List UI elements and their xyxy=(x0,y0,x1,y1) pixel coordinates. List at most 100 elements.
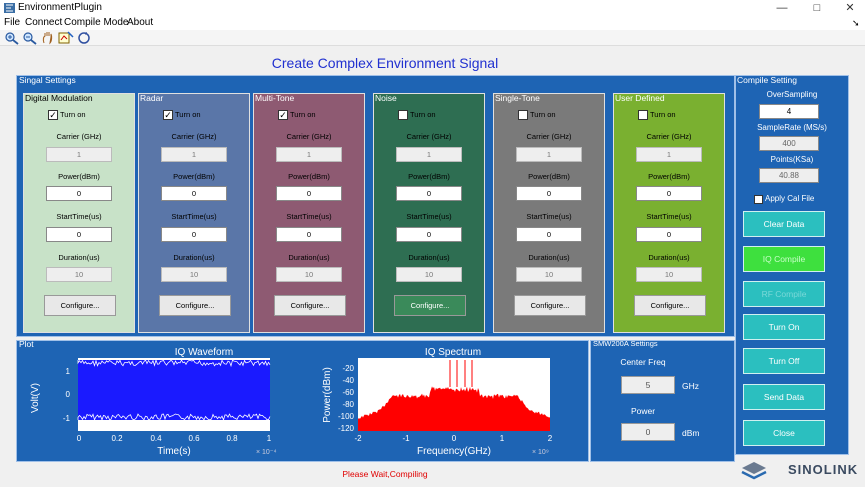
company-logo: SINOLINK xyxy=(740,458,860,482)
zoom-in-icon[interactable] xyxy=(4,31,20,45)
signal-panel-title: Radar xyxy=(140,93,164,103)
wave-xtick: 0 xyxy=(77,434,82,443)
spec-ytick: -60 xyxy=(342,388,354,397)
turn-on-checkbox[interactable] xyxy=(398,110,408,120)
close-button[interactable]: Close xyxy=(743,420,825,446)
turn-on-checkbox[interactable]: ✓ xyxy=(48,110,58,120)
close-window-button[interactable]: ✕ xyxy=(845,2,855,14)
turn-on-checkbox[interactable]: ✓ xyxy=(278,110,288,120)
power-input[interactable]: 0 xyxy=(396,186,462,201)
menu-about[interactable]: About xyxy=(127,17,154,28)
menu-file[interactable]: File xyxy=(4,17,21,28)
start-time-input[interactable]: 0 xyxy=(396,227,462,242)
duration-field: 10 xyxy=(161,267,227,282)
start-time-input[interactable]: 0 xyxy=(276,227,342,242)
turn-on-label: Turn on xyxy=(530,110,556,119)
duration-field: 10 xyxy=(396,267,462,282)
points-field: 40.88 xyxy=(759,168,819,183)
wave-ytick-0: 0 xyxy=(66,390,71,399)
send-data-button[interactable]: Send Data xyxy=(743,384,825,410)
pan-hand-icon[interactable] xyxy=(40,31,56,45)
spec-xtick: 1 xyxy=(500,434,505,443)
wave-ytick-neg1: -1 xyxy=(63,414,71,423)
spec-xtick: 0 xyxy=(452,434,457,443)
turn-on-checkbox[interactable] xyxy=(518,110,528,120)
iq-compile-button[interactable]: IQ Compile xyxy=(743,246,825,272)
toolbar xyxy=(0,30,865,46)
start-time-input[interactable]: 0 xyxy=(516,227,582,242)
configure-button[interactable]: Configure... xyxy=(274,295,346,316)
menu-connect[interactable]: Connect xyxy=(25,17,63,28)
rf-compile-button[interactable]: RF Compile xyxy=(743,281,825,307)
spec-xtick: -1 xyxy=(402,434,410,443)
clear-data-button[interactable]: Clear Data xyxy=(743,211,825,237)
signal-panel-title: Noise xyxy=(375,93,397,103)
spec-ytick: -100 xyxy=(338,412,355,421)
spec-ytick: -80 xyxy=(342,400,354,409)
menu-overflow-icon[interactable]: ➘ xyxy=(852,18,860,28)
carrier-label: Carrier (GHz) xyxy=(171,132,217,141)
carrier-label: Carrier (GHz) xyxy=(286,132,332,141)
duration-field: 10 xyxy=(276,267,342,282)
start-time-input[interactable]: 0 xyxy=(636,227,702,242)
duration-field: 10 xyxy=(46,267,112,282)
waveform-signal xyxy=(78,360,270,420)
power-label: Power(dBm) xyxy=(58,172,100,181)
smw-label: SMW200A Settings xyxy=(593,339,658,348)
configure-button[interactable]: Configure... xyxy=(634,295,706,316)
compile-setting-label: Compile Setting xyxy=(737,75,798,85)
power-input[interactable]: 0 xyxy=(516,186,582,201)
app-icon xyxy=(4,3,15,13)
power-input[interactable]: 0 xyxy=(161,186,227,201)
maximize-button[interactable]: □ xyxy=(813,2,821,14)
wave-exponent: × 10⁻⁴ xyxy=(256,449,277,456)
minimize-button[interactable]: — xyxy=(776,2,788,14)
turn-off-button[interactable]: Turn Off xyxy=(743,348,825,374)
start-time-input[interactable]: 0 xyxy=(161,227,227,242)
oversampling-input[interactable]: 4 xyxy=(759,104,819,119)
start-time-label: StartTime(us) xyxy=(286,212,332,221)
power-input[interactable]: 0 xyxy=(621,423,675,441)
wave-xtick: 0.6 xyxy=(188,434,200,443)
center-freq-unit: GHz xyxy=(682,381,699,391)
configure-button[interactable]: Configure... xyxy=(394,295,466,316)
data-cursor-icon[interactable] xyxy=(58,31,74,45)
turn-on-button[interactable]: Turn On xyxy=(743,314,825,340)
menu-compile-mode[interactable]: Compile Mode xyxy=(64,17,129,28)
power-unit: dBm xyxy=(682,428,700,438)
apply-cal-checkbox[interactable] xyxy=(754,195,763,204)
start-time-label: StartTime(us) xyxy=(646,212,692,221)
power-label: Power(dBm) xyxy=(528,172,570,181)
rotate-icon[interactable] xyxy=(76,31,92,45)
zoom-out-icon[interactable] xyxy=(22,31,38,45)
spectrum-trace xyxy=(358,386,550,431)
turn-on-checkbox[interactable] xyxy=(638,110,648,120)
waveform-upper-trace xyxy=(77,358,271,368)
power-input[interactable]: 0 xyxy=(636,186,702,201)
center-freq-label: Center Freq xyxy=(620,357,666,367)
power-label: Power(dBm) xyxy=(408,172,450,181)
wave-xtick: 1 xyxy=(267,434,272,443)
carrier-label: Carrier (GHz) xyxy=(56,132,102,141)
carrier-field: 1 xyxy=(46,147,112,162)
turn-on-checkbox[interactable]: ✓ xyxy=(163,110,173,120)
spectrum-ylabel: Power(dBm) xyxy=(322,367,333,423)
power-input[interactable]: 0 xyxy=(276,186,342,201)
configure-button[interactable]: Configure... xyxy=(514,295,586,316)
carrier-field: 1 xyxy=(396,147,462,162)
duration-label: Duration(us) xyxy=(288,253,330,262)
configure-button[interactable]: Configure... xyxy=(159,295,231,316)
carrier-label: Carrier (GHz) xyxy=(406,132,452,141)
configure-button[interactable]: Configure... xyxy=(44,295,116,316)
start-time-label: StartTime(us) xyxy=(56,212,102,221)
start-time-input[interactable]: 0 xyxy=(46,227,112,242)
power-label: Power(dBm) xyxy=(648,172,690,181)
waveform-ylabel: Volt(V) xyxy=(30,383,41,413)
duration-label: Duration(us) xyxy=(173,253,215,262)
center-freq-input[interactable]: 5 xyxy=(621,376,675,394)
power-input[interactable]: 0 xyxy=(46,186,112,201)
duration-label: Duration(us) xyxy=(648,253,690,262)
